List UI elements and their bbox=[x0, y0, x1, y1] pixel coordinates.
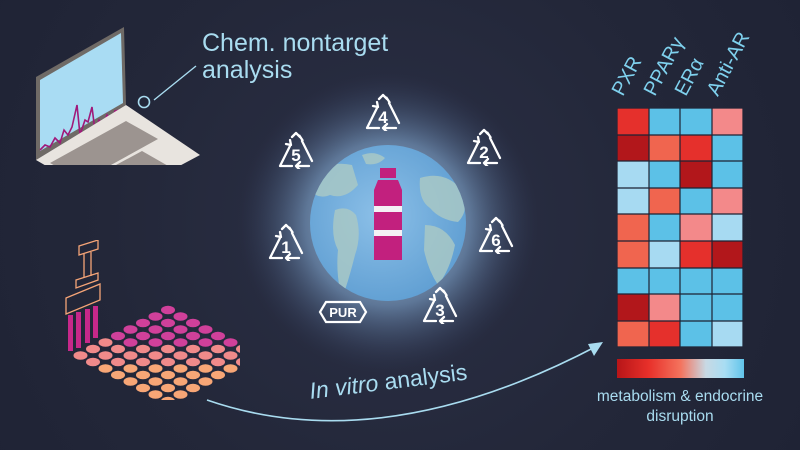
heatmap-cell-r3-c1 bbox=[617, 161, 649, 188]
heatmap-cell-r7-c2 bbox=[648, 267, 681, 295]
heatmap-cell-r3-c4 bbox=[711, 161, 744, 188]
recycling-code-3-icon: 3 bbox=[422, 286, 458, 324]
recycling-code-5-icon: 5 bbox=[278, 131, 314, 169]
code-text: 6 bbox=[491, 231, 500, 250]
recycling-code-4-icon: 4 bbox=[365, 93, 401, 131]
heatmap-cell-r8-c4 bbox=[711, 294, 744, 321]
caption-line1: metabolism & endocrine bbox=[596, 388, 764, 405]
multichannel-pipette-well-plate-icon bbox=[65, 240, 240, 400]
heatmap-cell-r1-c2 bbox=[648, 108, 681, 135]
code-text: 1 bbox=[281, 238, 290, 257]
code-text: 3 bbox=[435, 301, 444, 320]
heatmap-cell-r8-c1 bbox=[617, 294, 649, 321]
heatmap-cell-r4-c2 bbox=[648, 187, 681, 215]
heatmap-cell-r4-c1 bbox=[617, 187, 649, 215]
heatmap-cell-r2-c4 bbox=[711, 134, 744, 162]
caption-line2: disruption bbox=[646, 408, 714, 425]
heatmap-cell-r7-c3 bbox=[680, 267, 712, 295]
code-text: PUR bbox=[329, 305, 357, 320]
recycling-code-pur-icon: PUR bbox=[318, 300, 368, 324]
heatmap-cell-r1-c4 bbox=[711, 108, 744, 135]
chem-label-line1: Chem. nontarget bbox=[202, 29, 389, 57]
heatmap-cell-r8-c3 bbox=[680, 294, 712, 321]
heatmap-cell-r5-c2 bbox=[648, 214, 681, 241]
heatmap-cell-r9-c2 bbox=[648, 320, 681, 348]
heatmap-cell-r1-c3 bbox=[680, 108, 712, 135]
code-text: 5 bbox=[291, 146, 300, 165]
heatmap-cell-r9-c3 bbox=[680, 320, 712, 348]
heatmap-colorbar bbox=[617, 359, 744, 378]
heatmap-cell-r5-c1 bbox=[617, 214, 649, 241]
heatmap-cell-r7-c1 bbox=[617, 267, 649, 295]
heatmap-cell-r6-c4 bbox=[711, 240, 744, 268]
heatmap-cell-r9-c4 bbox=[711, 320, 744, 348]
heatmap-cell-r4-c4 bbox=[711, 187, 744, 215]
heatmap-cell-r5-c4 bbox=[711, 214, 744, 241]
recycling-code-2-icon: 2 bbox=[466, 128, 502, 166]
heatmap-cell-r2-c1 bbox=[617, 134, 649, 162]
heatmap-cell-r2-c2 bbox=[648, 134, 681, 162]
heatmap-cell-r2-c3 bbox=[680, 134, 712, 162]
heatmap-cell-r3-c3 bbox=[680, 161, 712, 188]
heatmap-cell-r7-c4 bbox=[711, 267, 744, 295]
code-text: 2 bbox=[479, 143, 488, 162]
code-text: 4 bbox=[378, 108, 388, 127]
heatmap-cell-r5-c3 bbox=[680, 214, 712, 241]
heatmap-caption: metabolism & endocrine disruption bbox=[560, 387, 800, 427]
recycling-code-6-icon: 6 bbox=[478, 216, 514, 254]
heatmap-cell-r3-c2 bbox=[648, 161, 681, 188]
heatmap-cell-r4-c3 bbox=[680, 187, 712, 215]
laptop-chromatogram-icon bbox=[36, 27, 200, 165]
heatmap-cell-r8-c2 bbox=[648, 294, 681, 321]
heatmap-cell-r6-c3 bbox=[680, 240, 712, 268]
callout-connector bbox=[137, 65, 197, 109]
chem-label-line2: analysis bbox=[202, 56, 293, 84]
heatmap-cell-r1-c1 bbox=[617, 108, 649, 135]
heatmap-cell-r6-c2 bbox=[648, 240, 681, 268]
plastic-bottle-icon bbox=[374, 168, 402, 260]
recycling-code-1-icon: 1 bbox=[268, 223, 304, 261]
heatmap-cell-r9-c1 bbox=[617, 320, 649, 348]
heatmap-cell-r6-c1 bbox=[617, 240, 649, 268]
chem-nontarget-analysis-label: Chem. nontarget analysis bbox=[202, 30, 388, 84]
heatmap-grid bbox=[617, 108, 744, 348]
